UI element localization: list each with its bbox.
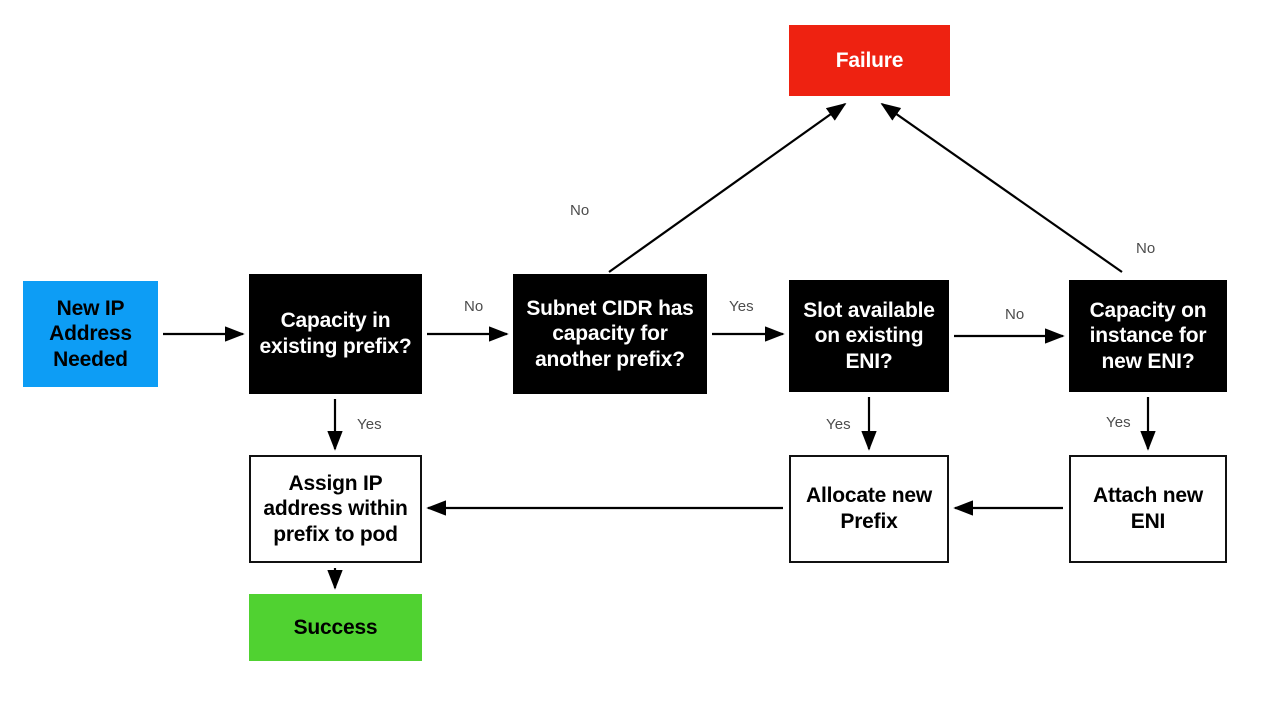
- node-label-failure: Failure: [835, 48, 904, 72]
- edge-label-subnet-no-failure: No: [570, 202, 590, 219]
- edge-label-instance-yes-attach: Yes: [1106, 414, 1131, 431]
- edge-label-slot-yes-allocate: Yes: [826, 416, 851, 433]
- node-capacity_existing_prefix[interactable]: Capacity in existing prefix?: [249, 274, 422, 394]
- node-subnet_cidr_capacity[interactable]: Subnet CIDR has capacity for another pre…: [513, 274, 707, 394]
- node-label-start: New IP Address Needed: [49, 296, 132, 371]
- node-label-allocate_prefix: Allocate new Prefix: [806, 484, 932, 533]
- edge-label-instance-no-failure: No: [1136, 240, 1156, 257]
- node-label-capacity_instance_new_eni: Capacity on instance for new ENI?: [1089, 298, 1207, 373]
- node-label-slot_available_eni: Slot available on existing ENI?: [803, 298, 935, 373]
- node-start[interactable]: New IP Address Needed: [23, 281, 158, 387]
- node-slot_available_eni[interactable]: Slot available on existing ENI?: [789, 280, 949, 392]
- node-assign_ip[interactable]: Assign IP address within prefix to pod: [249, 455, 422, 563]
- node-label-capacity_existing_prefix: Capacity in existing prefix?: [259, 309, 412, 358]
- node-label-subnet_cidr_capacity: Subnet CIDR has capacity for another pre…: [526, 296, 694, 371]
- edge-subnet-no-failure: [608, 102, 847, 273]
- edge-label-slot-no-capacity-instance: No: [1005, 306, 1025, 323]
- node-success[interactable]: Success: [249, 594, 422, 661]
- node-label-attach_eni: Attach new ENI: [1092, 484, 1203, 533]
- edge-label-subnet-yes-slot: Yes: [729, 298, 754, 315]
- node-label-assign_ip: Assign IP address within prefix to pod: [263, 471, 408, 546]
- node-attach_eni[interactable]: Attach new ENI: [1069, 455, 1227, 563]
- node-failure[interactable]: Failure: [789, 25, 950, 96]
- edge-label-capacity-yes-assign: Yes: [357, 416, 382, 433]
- node-allocate_prefix[interactable]: Allocate new Prefix: [789, 455, 949, 563]
- edge-label-capacity-no-subnet: No: [464, 298, 484, 315]
- node-capacity_instance_new_eni[interactable]: Capacity on instance for new ENI?: [1069, 280, 1227, 392]
- node-label-success: Success: [293, 615, 378, 639]
- edge-instance-no-failure: [880, 102, 1123, 273]
